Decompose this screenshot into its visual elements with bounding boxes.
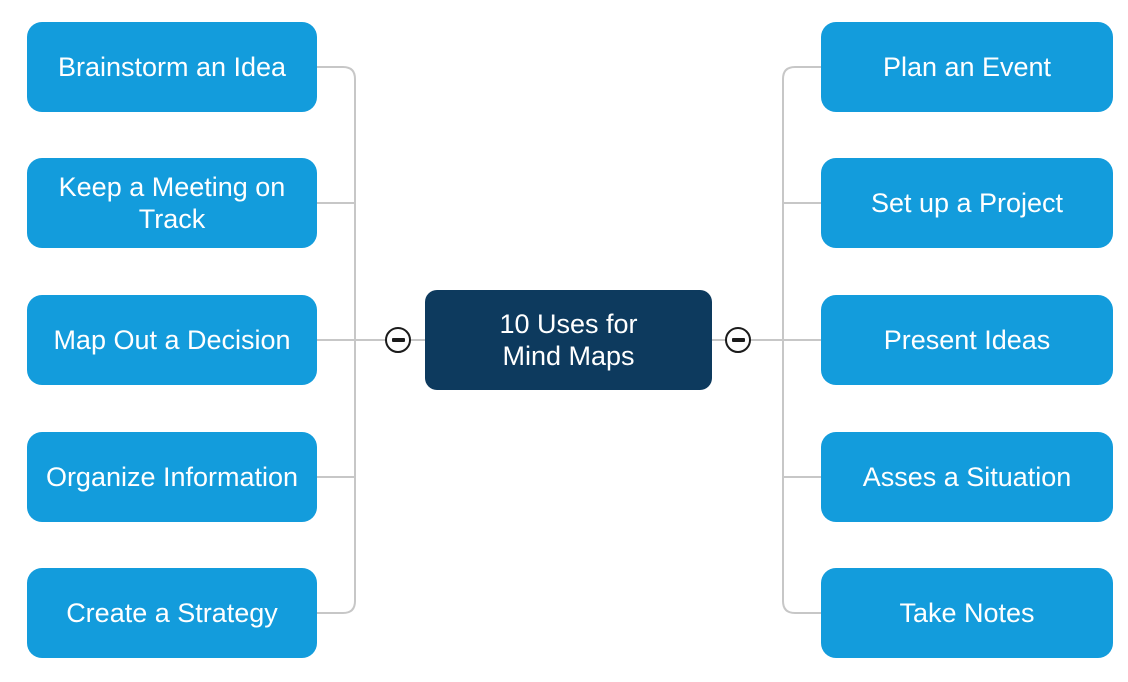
node-keep-a-meeting-on-track[interactable]: Keep a Meeting on Track: [27, 158, 317, 248]
node-label: Brainstorm an Idea: [57, 51, 287, 82]
node-asses-a-situation[interactable]: Asses a Situation: [821, 432, 1113, 522]
node-label: Take Notes: [899, 597, 1035, 628]
center-topic-label: 10 Uses for Mind Maps: [499, 308, 638, 371]
node-label: Create a Strategy: [66, 597, 278, 628]
node-create-a-strategy[interactable]: Create a Strategy: [27, 568, 317, 658]
node-organize-information[interactable]: Organize Information: [27, 432, 317, 522]
node-brainstorm-an-idea[interactable]: Brainstorm an Idea: [27, 22, 317, 112]
node-set-up-a-project[interactable]: Set up a Project: [821, 158, 1113, 248]
minus-icon: [391, 338, 405, 342]
node-label: Set up a Project: [870, 187, 1064, 218]
node-plan-an-event[interactable]: Plan an Event: [821, 22, 1113, 112]
node-label: Asses a Situation: [862, 461, 1072, 492]
center-topic-node[interactable]: 10 Uses for Mind Maps: [425, 290, 712, 390]
node-label: Keep a Meeting on Track: [58, 171, 286, 234]
node-present-ideas[interactable]: Present Ideas: [821, 295, 1113, 385]
node-take-notes[interactable]: Take Notes: [821, 568, 1113, 658]
node-map-out-a-decision[interactable]: Map Out a Decision: [27, 295, 317, 385]
node-label: Present Ideas: [883, 324, 1051, 355]
minus-icon: [731, 338, 745, 342]
collapse-left-button[interactable]: [385, 327, 411, 353]
node-label: Organize Information: [45, 461, 299, 492]
collapse-right-button[interactable]: [725, 327, 751, 353]
node-label: Plan an Event: [882, 51, 1052, 82]
node-label: Map Out a Decision: [53, 324, 291, 355]
